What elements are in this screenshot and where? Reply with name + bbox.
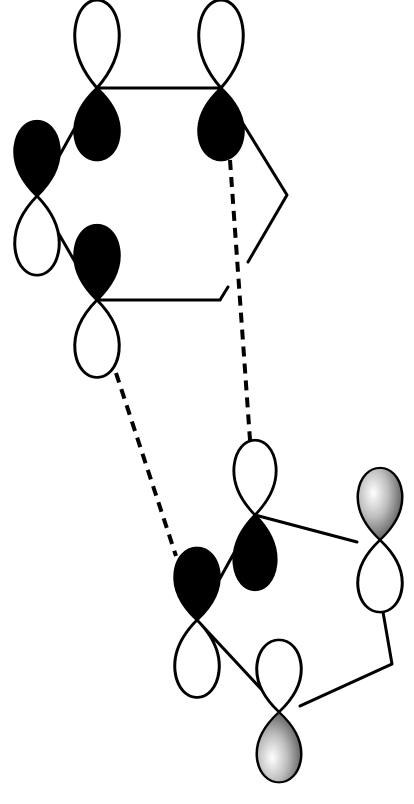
lower-orbital-2-bottom-lobe [173, 618, 221, 699]
lower-ring-orbitals [173, 438, 404, 784]
bond-lower-right-chain [298, 610, 394, 708]
upper-orbital-1-bottom-lobe [73, 86, 121, 162]
lower-orbital-4-top-lobe [255, 638, 303, 714]
upper-orbital-2-bottom-lobe [197, 86, 245, 162]
interaction-left [114, 372, 178, 557]
interaction-right [228, 159, 252, 441]
upper-ring-orbitals [13, 0, 245, 379]
upper-orbital-1-top-lobe [73, 0, 121, 90]
upper-orbital-4-top-lobe [73, 223, 121, 302]
lower-orbital-3-top-lobe [356, 466, 404, 542]
lower-orbital-4-bottom-lobe [255, 710, 303, 784]
bond-lower-upper-right [253, 513, 359, 544]
upper-orbital-2-top-lobe [197, 0, 245, 90]
lower-orbital-1-bottom-lobe [232, 513, 278, 592]
upper-ring-bonds [35, 86, 289, 302]
bond-bottom-right [218, 285, 230, 302]
secondary-interactions [114, 159, 252, 557]
upper-orbital-3-top-lobe [13, 119, 61, 198]
upper-orbital-3-bottom-lobe [13, 194, 61, 277]
upper-orbital-4-bottom-lobe [73, 298, 121, 379]
lower-orbital-1-top-lobe [232, 438, 278, 517]
lower-orbital-2-top-lobe [173, 546, 221, 622]
lower-orbital-3-bottom-lobe [356, 538, 404, 614]
